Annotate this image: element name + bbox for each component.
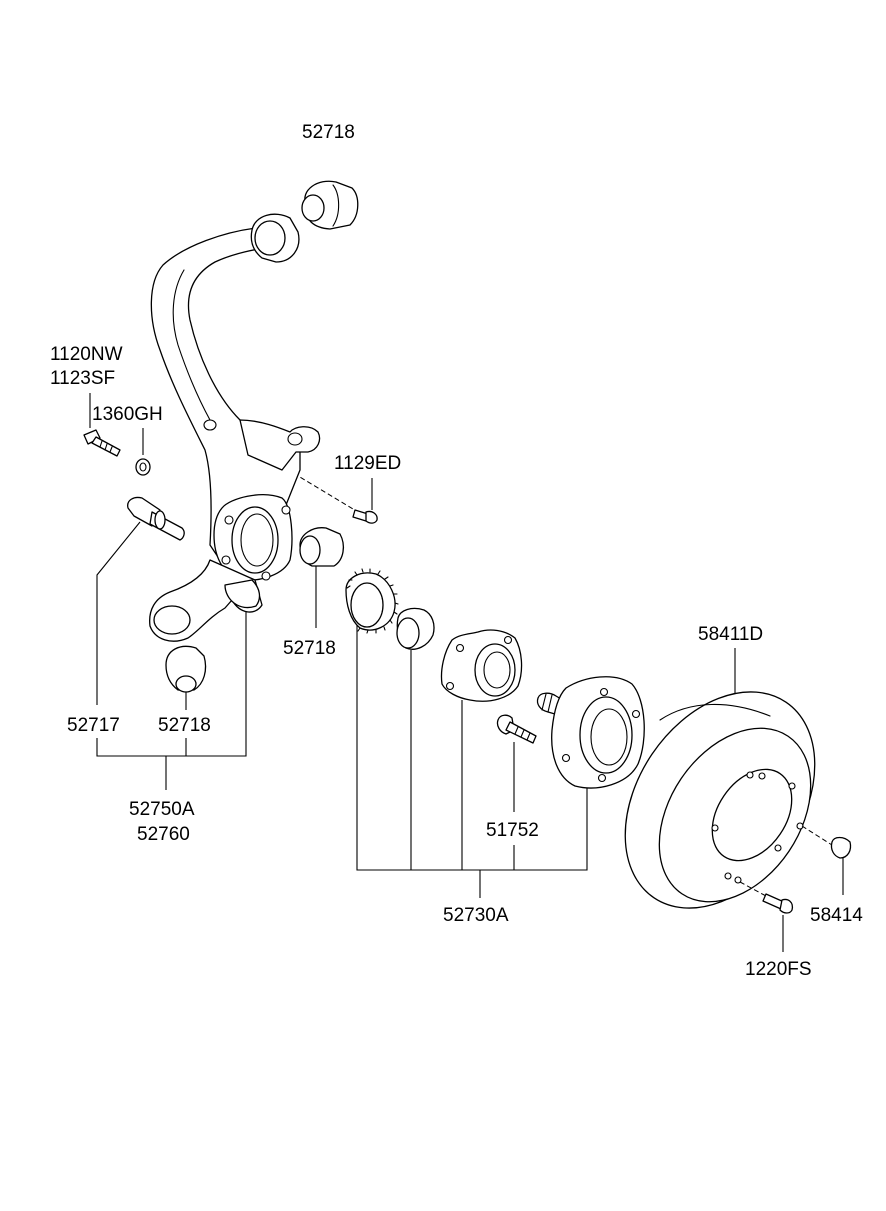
label-1120nw: 1120NW — [50, 344, 123, 365]
bushing-top — [301, 180, 359, 230]
label-1129ed: 1129ED — [334, 453, 401, 474]
label-52730a: 52730A — [443, 905, 509, 926]
stud-52717 — [127, 496, 185, 541]
seal-cap — [396, 607, 435, 650]
label-1220fs: 1220FS — [745, 959, 812, 980]
label-1123sf: 1123SF — [50, 368, 115, 389]
label-52718-mid: 52718 — [283, 638, 336, 659]
washer-1360gh — [135, 458, 151, 476]
label-52750a: 52750A — [129, 799, 195, 820]
steering-knuckle — [149, 213, 321, 642]
tone-ring — [345, 568, 399, 634]
label-58411d: 58411D — [698, 624, 763, 645]
bushing-mid — [299, 527, 345, 567]
bolt-1220fs — [739, 881, 794, 914]
screw-58414 — [801, 825, 852, 859]
label-52718-low: 52718 — [158, 715, 211, 736]
bolt-1129ed — [352, 509, 378, 524]
label-58414: 58414 — [810, 905, 863, 926]
label-52717: 52717 — [67, 715, 120, 736]
label-52718-top: 52718 — [302, 122, 355, 143]
hub-spigot — [536, 676, 645, 789]
brake-disc — [624, 691, 816, 909]
label-52760: 52760 — [137, 824, 190, 845]
wheel-stud-51752 — [496, 714, 537, 744]
part-labels: 52718 1120NW 1123SF 1360GH 1129ED 52718 … — [50, 122, 863, 980]
label-51752: 51752 — [486, 820, 539, 841]
bearing-hub — [440, 629, 523, 702]
label-1360gh: 1360GH — [92, 404, 163, 425]
bolt-1120nw — [83, 429, 121, 457]
bushing-low — [165, 645, 207, 693]
